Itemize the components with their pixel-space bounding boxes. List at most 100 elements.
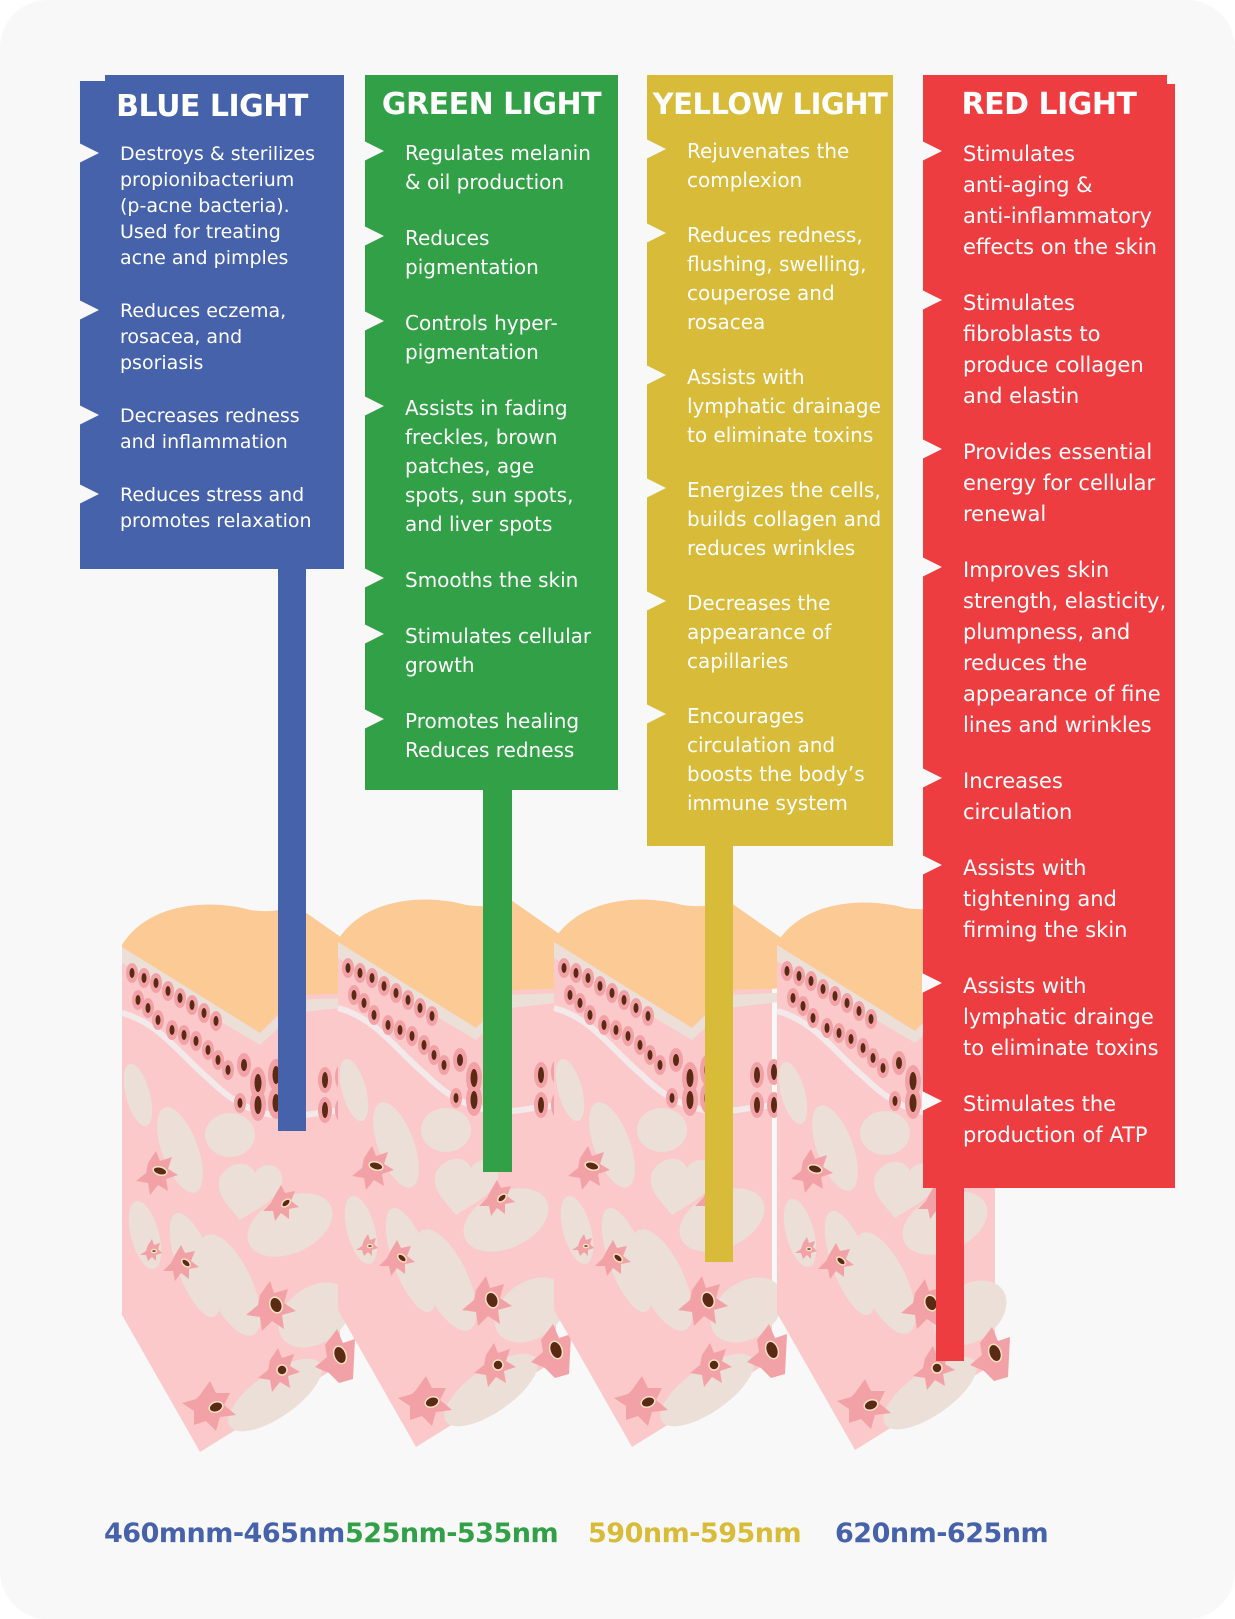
arrow-bullet-icon [79, 405, 99, 425]
benefit-item: Controls hyper- pigmentation [364, 309, 618, 367]
arrow-bullet-icon [79, 300, 99, 320]
card-title: RED LIGHT [961, 87, 1137, 122]
benefit-text: Assists in fading freckles, brown patche… [405, 396, 574, 536]
benefit-item: Decreases redness and inflammation [79, 403, 344, 455]
arrow-bullet-icon [364, 568, 384, 588]
arrow-bullet-icon [646, 365, 666, 385]
card-title: GREEN LIGHT [381, 87, 602, 122]
arrow-bullet-icon [646, 139, 666, 159]
benefit-text: Assists with tightening and firming the … [963, 856, 1128, 942]
arrow-bullet-icon [79, 143, 99, 163]
arrow-bullet-icon [922, 768, 942, 788]
arrow-bullet-icon [922, 557, 942, 577]
red-light-card: RED LIGHT Stimulates anti-aging & anti-i… [922, 75, 1175, 1188]
arrow-bullet-icon [922, 290, 942, 310]
arrow-bullet-icon [364, 141, 384, 161]
benefit-item: Reduces eczema, rosacea, and psoriasis [79, 298, 344, 376]
benefit-text: Promotes healing Reduces redness [405, 709, 580, 762]
arrow-bullet-icon [646, 591, 666, 611]
card-title: BLUE LIGHT [116, 89, 308, 124]
arrow-bullet-icon [922, 1091, 942, 1111]
yellow-light-stem [705, 840, 733, 1262]
benefit-list: Rejuvenates the complexion Reduces redne… [646, 137, 893, 844]
benefit-item: Stimulates fibroblasts to produce collag… [922, 288, 1175, 412]
benefit-text: Stimulates anti-aging & anti-inflammator… [963, 142, 1157, 259]
arrow-bullet-icon [364, 624, 384, 644]
red-light-stem [936, 1180, 964, 1361]
benefit-item: Provides essential energy for cellular r… [922, 437, 1175, 530]
blue-light-card: BLUE LIGHT Destroys & sterilizes propion… [79, 75, 344, 569]
benefit-text: Increases circulation [963, 769, 1073, 824]
skin-segment-2 [334, 900, 581, 1447]
card-notch [80, 75, 105, 81]
arrow-bullet-icon [364, 311, 384, 331]
wavelength-label-blue: 460mnm-465nm [104, 1518, 345, 1549]
arrow-bullet-icon [922, 973, 942, 993]
benefit-text: Reduces pigmentation [405, 226, 539, 279]
benefit-text: Energizes the cells, builds collagen and… [687, 478, 882, 560]
benefit-text: Assists with lymphatic drainge to elimin… [963, 974, 1159, 1060]
skin-segment-3 [550, 900, 797, 1447]
arrow-bullet-icon [364, 226, 384, 246]
green-light-card: GREEN LIGHT Regulates melanin & oil prod… [364, 75, 618, 792]
arrow-bullet-icon [922, 439, 942, 459]
benefit-item: Encourages circulation and boosts the bo… [646, 702, 893, 818]
wavelength-label-green: 525nm-535nm [345, 1518, 559, 1549]
benefit-item: Assists with tightening and firming the … [922, 853, 1175, 946]
benefit-text: Stimulates fibroblasts to produce collag… [963, 291, 1144, 408]
blue-light-stem [278, 560, 306, 1131]
skin-segment-1 [118, 905, 365, 1452]
benefit-item: Assists in fading freckles, brown patche… [364, 394, 618, 539]
benefit-text: Reduces eczema, rosacea, and psoriasis [120, 300, 287, 374]
benefit-text: Destroys & sterilizes propionibacterium … [120, 143, 315, 269]
benefit-item: Promotes healing Reduces redness [364, 707, 618, 765]
benefit-item: Stimulates anti-aging & anti-inflammator… [922, 139, 1175, 263]
benefit-text: Improves skin strength, elasticity, plum… [963, 558, 1167, 737]
benefit-text: Rejuvenates the complexion [687, 139, 850, 192]
benefit-item: Stimulates the production of ATP [922, 1089, 1175, 1151]
benefit-list: Destroys & sterilizes propionibacterium … [79, 141, 344, 561]
benefit-item: Assists with lymphatic drainge to elimin… [922, 971, 1175, 1064]
benefit-item: Increases circulation [922, 766, 1175, 828]
benefit-item: Improves skin strength, elasticity, plum… [922, 555, 1175, 741]
benefit-item: Regulates melanin & oil production [364, 139, 618, 197]
benefit-text: Reduces stress and promotes relaxation [120, 484, 312, 532]
benefit-text: Stimulates cellular growth [405, 624, 592, 677]
benefit-item: Smooths the skin [364, 566, 618, 595]
arrow-bullet-icon [364, 709, 384, 729]
arrow-bullet-icon [646, 704, 666, 724]
arrow-bullet-icon [922, 141, 942, 161]
benefit-item: Rejuvenates the complexion [646, 137, 893, 195]
benefit-text: Smooths the skin [405, 568, 579, 592]
benefit-text: Assists with lymphatic drainage to elimi… [687, 365, 881, 447]
benefit-item: Energizes the cells, builds collagen and… [646, 476, 893, 563]
card-notch [1167, 75, 1175, 84]
yellow-light-card: YELLOW LIGHT Rejuvenates the complexion … [646, 75, 893, 846]
benefit-text: Regulates melanin & oil production [405, 141, 591, 194]
benefit-item: Decreases the appearance of capillaries [646, 589, 893, 676]
benefit-text: Stimulates the production of ATP [963, 1092, 1148, 1147]
card-title: YELLOW LIGHT [652, 87, 888, 121]
arrow-bullet-icon [79, 484, 99, 504]
arrow-bullet-icon [922, 855, 942, 875]
green-light-stem [483, 780, 512, 1172]
benefit-item: Stimulates cellular growth [364, 622, 618, 680]
wavelength-label-red: 620nm-625nm [835, 1518, 1049, 1549]
benefit-item: Reduces redness, flushing, swelling, cou… [646, 221, 893, 337]
benefit-text: Encourages circulation and boosts the bo… [687, 704, 865, 815]
arrow-bullet-icon [646, 478, 666, 498]
arrow-bullet-icon [646, 223, 666, 243]
wavelength-label-yellow: 590nm-595nm [588, 1518, 802, 1549]
benefit-item: Reduces pigmentation [364, 224, 618, 282]
arrow-bullet-icon [364, 396, 384, 416]
benefit-text: Provides essential energy for cellular r… [963, 440, 1156, 526]
benefit-text: Decreases the appearance of capillaries [687, 591, 832, 673]
benefit-item: Reduces stress and promotes relaxation [79, 482, 344, 534]
benefit-text: Controls hyper- pigmentation [405, 311, 558, 364]
benefit-list: Stimulates anti-aging & anti-inflammator… [922, 139, 1175, 1176]
benefit-text: Reduces redness, flushing, swelling, cou… [687, 223, 867, 334]
benefit-item: Assists with lymphatic drainage to elimi… [646, 363, 893, 450]
benefit-list: Regulates melanin & oil production Reduc… [364, 139, 618, 792]
benefit-item: Destroys & sterilizes propionibacterium … [79, 141, 344, 271]
benefit-text: Decreases redness and inflammation [120, 405, 300, 453]
